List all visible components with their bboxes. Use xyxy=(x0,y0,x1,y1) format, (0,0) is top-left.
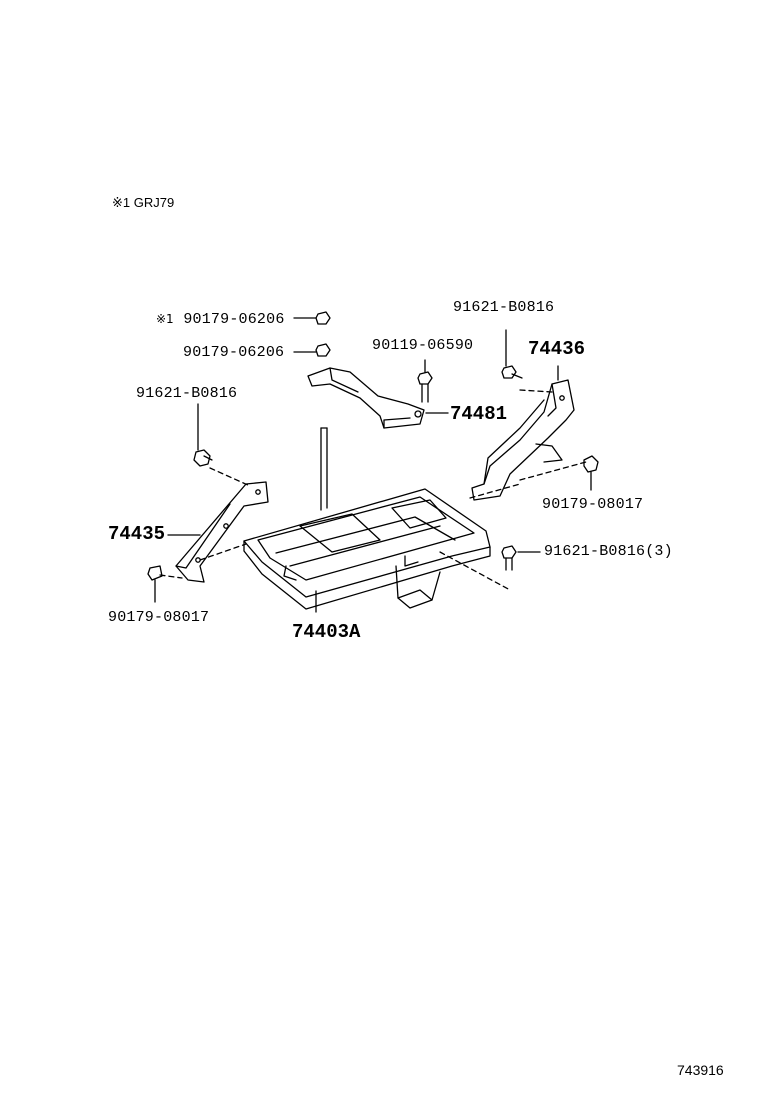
label-nut-top-1: ※1 90179-06206 xyxy=(156,311,285,327)
stay-part xyxy=(307,367,449,429)
right-bracket-part xyxy=(469,365,587,501)
left-bracket-part xyxy=(159,467,269,583)
part-number: 90179-06206 xyxy=(183,311,285,328)
label-bolt-upper-right: 91621-B0816 xyxy=(453,299,555,316)
label-bolt-center: 90119-06590 xyxy=(372,337,474,354)
battery-tray-part xyxy=(243,427,491,613)
label-bolt-right-lower: 91621-B0816(3) xyxy=(544,543,673,560)
top-nut-2-part xyxy=(293,343,331,357)
label-nut-top-2: 90179-06206 xyxy=(183,344,285,361)
model-mark: ※1 xyxy=(156,312,174,326)
top-nut-1-part xyxy=(293,311,331,325)
label-battery-tray: 74403A xyxy=(292,621,361,643)
right-upper-bolt-part xyxy=(501,329,523,379)
label-bracket-right: 74436 xyxy=(528,338,586,360)
model-note: ※1 GRJ79 xyxy=(112,195,175,210)
diagram-code: 743916 xyxy=(677,1062,724,1078)
left-bolt-part xyxy=(193,403,213,467)
right-lower-bolt-part xyxy=(439,545,541,591)
label-nut-right: 90179-08017 xyxy=(542,496,644,513)
center-bolt-part xyxy=(417,359,433,403)
left-lower-nut-part xyxy=(147,565,163,603)
right-nut-part xyxy=(583,455,599,491)
label-bolt-left: 91621-B0816 xyxy=(136,385,238,402)
label-nut-left-lower: 90179-08017 xyxy=(108,609,210,626)
label-stay: 74481 xyxy=(450,403,508,425)
label-bracket-left: 74435 xyxy=(108,523,166,545)
